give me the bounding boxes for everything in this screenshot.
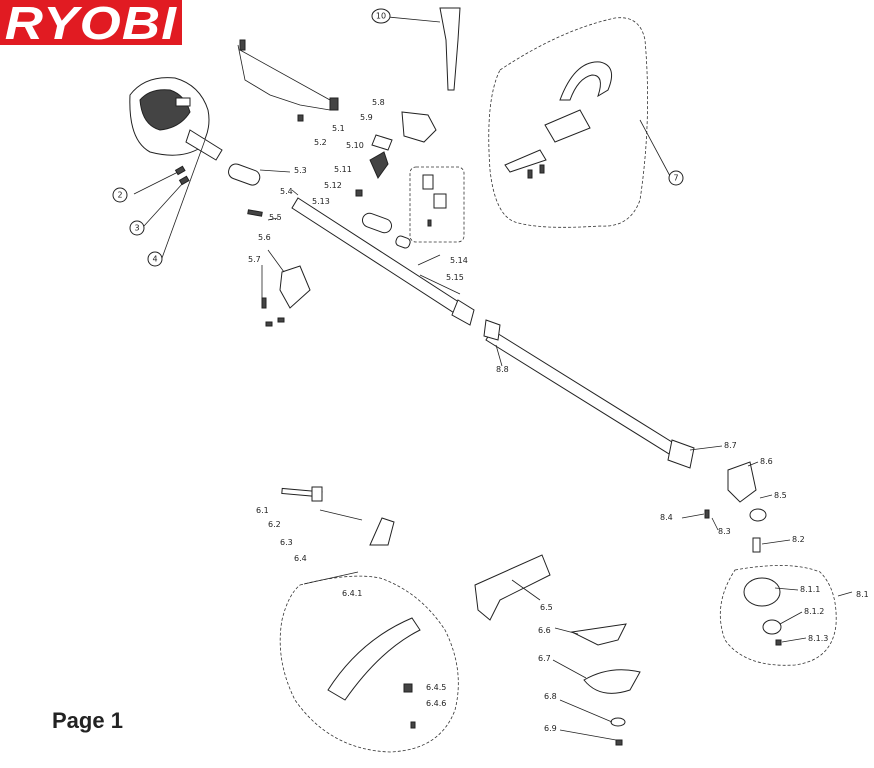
spool-8-1-2: [762, 619, 782, 635]
lower-drive-shaft: [483, 319, 695, 469]
loop-handle-assembly: [504, 61, 613, 179]
label-5-8: 5.8: [372, 98, 385, 107]
label-6-4-6: 6.4.6: [426, 699, 446, 708]
harness-10: [439, 7, 461, 91]
logo-text: RYOBI: [4, 0, 178, 49]
label-5-11: 5.11: [334, 165, 352, 174]
label-5-15: 5.15: [446, 273, 464, 282]
svg-text:4: 4: [152, 255, 157, 264]
svg-text:3: 3: [134, 224, 139, 233]
label-6-6: 6.6: [538, 626, 551, 635]
ryobi-logo: RYOBI: [0, 0, 182, 49]
label-8-1: 8.1: [856, 590, 869, 599]
svg-text:2: 2: [117, 191, 122, 200]
page-label: Page 1: [52, 708, 123, 733]
label-8-5: 8.5: [774, 491, 787, 500]
callout-10: 10: [371, 8, 391, 24]
label-6-4-5: 6.4.5: [426, 683, 446, 692]
group-outline-8-1: [719, 565, 837, 666]
label-8-3: 8.3: [718, 527, 731, 536]
label-8-2: 8.2: [792, 535, 805, 544]
throttle-handle: [401, 111, 437, 143]
label-5-14: 5.14: [450, 256, 468, 265]
label-5-4: 5.4: [280, 187, 293, 196]
callout-4: 4: [147, 251, 163, 267]
label-8-1-3: 8.1.3: [808, 634, 828, 643]
label-5-5: 5.5: [269, 213, 282, 222]
engine-assembly: [129, 77, 223, 161]
callout-7: 7: [668, 170, 684, 186]
throttle-cable: [237, 39, 339, 122]
label-6-9: 6.9: [544, 724, 557, 733]
label-5-10: 5.10: [346, 141, 364, 150]
label-5-7: 5.7: [248, 255, 261, 264]
label-5-13: 5.13: [312, 197, 330, 206]
label-6-2: 6.2: [268, 520, 281, 529]
label-6-5: 6.5: [540, 603, 553, 612]
label-5-2: 5.2: [314, 138, 327, 147]
svg-text:7: 7: [673, 174, 678, 183]
label-8-6: 8.6: [760, 457, 773, 466]
leader-2: [133, 171, 179, 195]
nut-6-8: [610, 717, 626, 727]
main-drive-shaft: [228, 163, 475, 326]
label-5-12: 5.12: [324, 181, 342, 190]
guard-6-5: [474, 554, 551, 621]
label-5-3: 5.3: [294, 166, 307, 175]
group-outline-6-4: [279, 575, 459, 753]
label-6-8: 6.8: [544, 692, 557, 701]
leader-3: [143, 182, 184, 227]
washer-8-5: [749, 508, 767, 522]
svg-text:10: 10: [376, 12, 386, 21]
label-8-7: 8.7: [724, 441, 737, 450]
group-outline-5-14: [409, 166, 465, 243]
guard-6-4: [327, 617, 421, 701]
label-6-1: 6.1: [256, 506, 269, 515]
leader-4: [161, 139, 206, 259]
label-8-8: 8.8: [496, 365, 509, 374]
label-6-4: 6.4: [294, 554, 307, 563]
label-8-4: 8.4: [660, 513, 673, 522]
label-8-1-2: 8.1.2: [804, 607, 824, 616]
label-5-1: 5.1: [332, 124, 345, 133]
callout-3: 3: [129, 220, 145, 236]
label-6-3: 6.3: [280, 538, 293, 547]
label-5-6: 5.6: [258, 233, 271, 242]
label-8-1-1: 8.1.1: [800, 585, 820, 594]
bracket-6-3: [369, 517, 395, 546]
clamp-5-6: [279, 265, 311, 309]
trimmer-head-8-1-1: [743, 577, 781, 607]
trigger-5-11: [369, 151, 389, 180]
blade-6-6: [570, 623, 627, 646]
blade-6-7: [583, 669, 641, 694]
label-6-7: 6.7: [538, 654, 551, 663]
callout-2: 2: [112, 187, 128, 203]
gear-head: [727, 461, 757, 503]
label-6-4-1: 6.4.1: [342, 589, 362, 598]
label-5-9: 5.9: [360, 113, 373, 122]
group-outline-7: [488, 17, 648, 228]
